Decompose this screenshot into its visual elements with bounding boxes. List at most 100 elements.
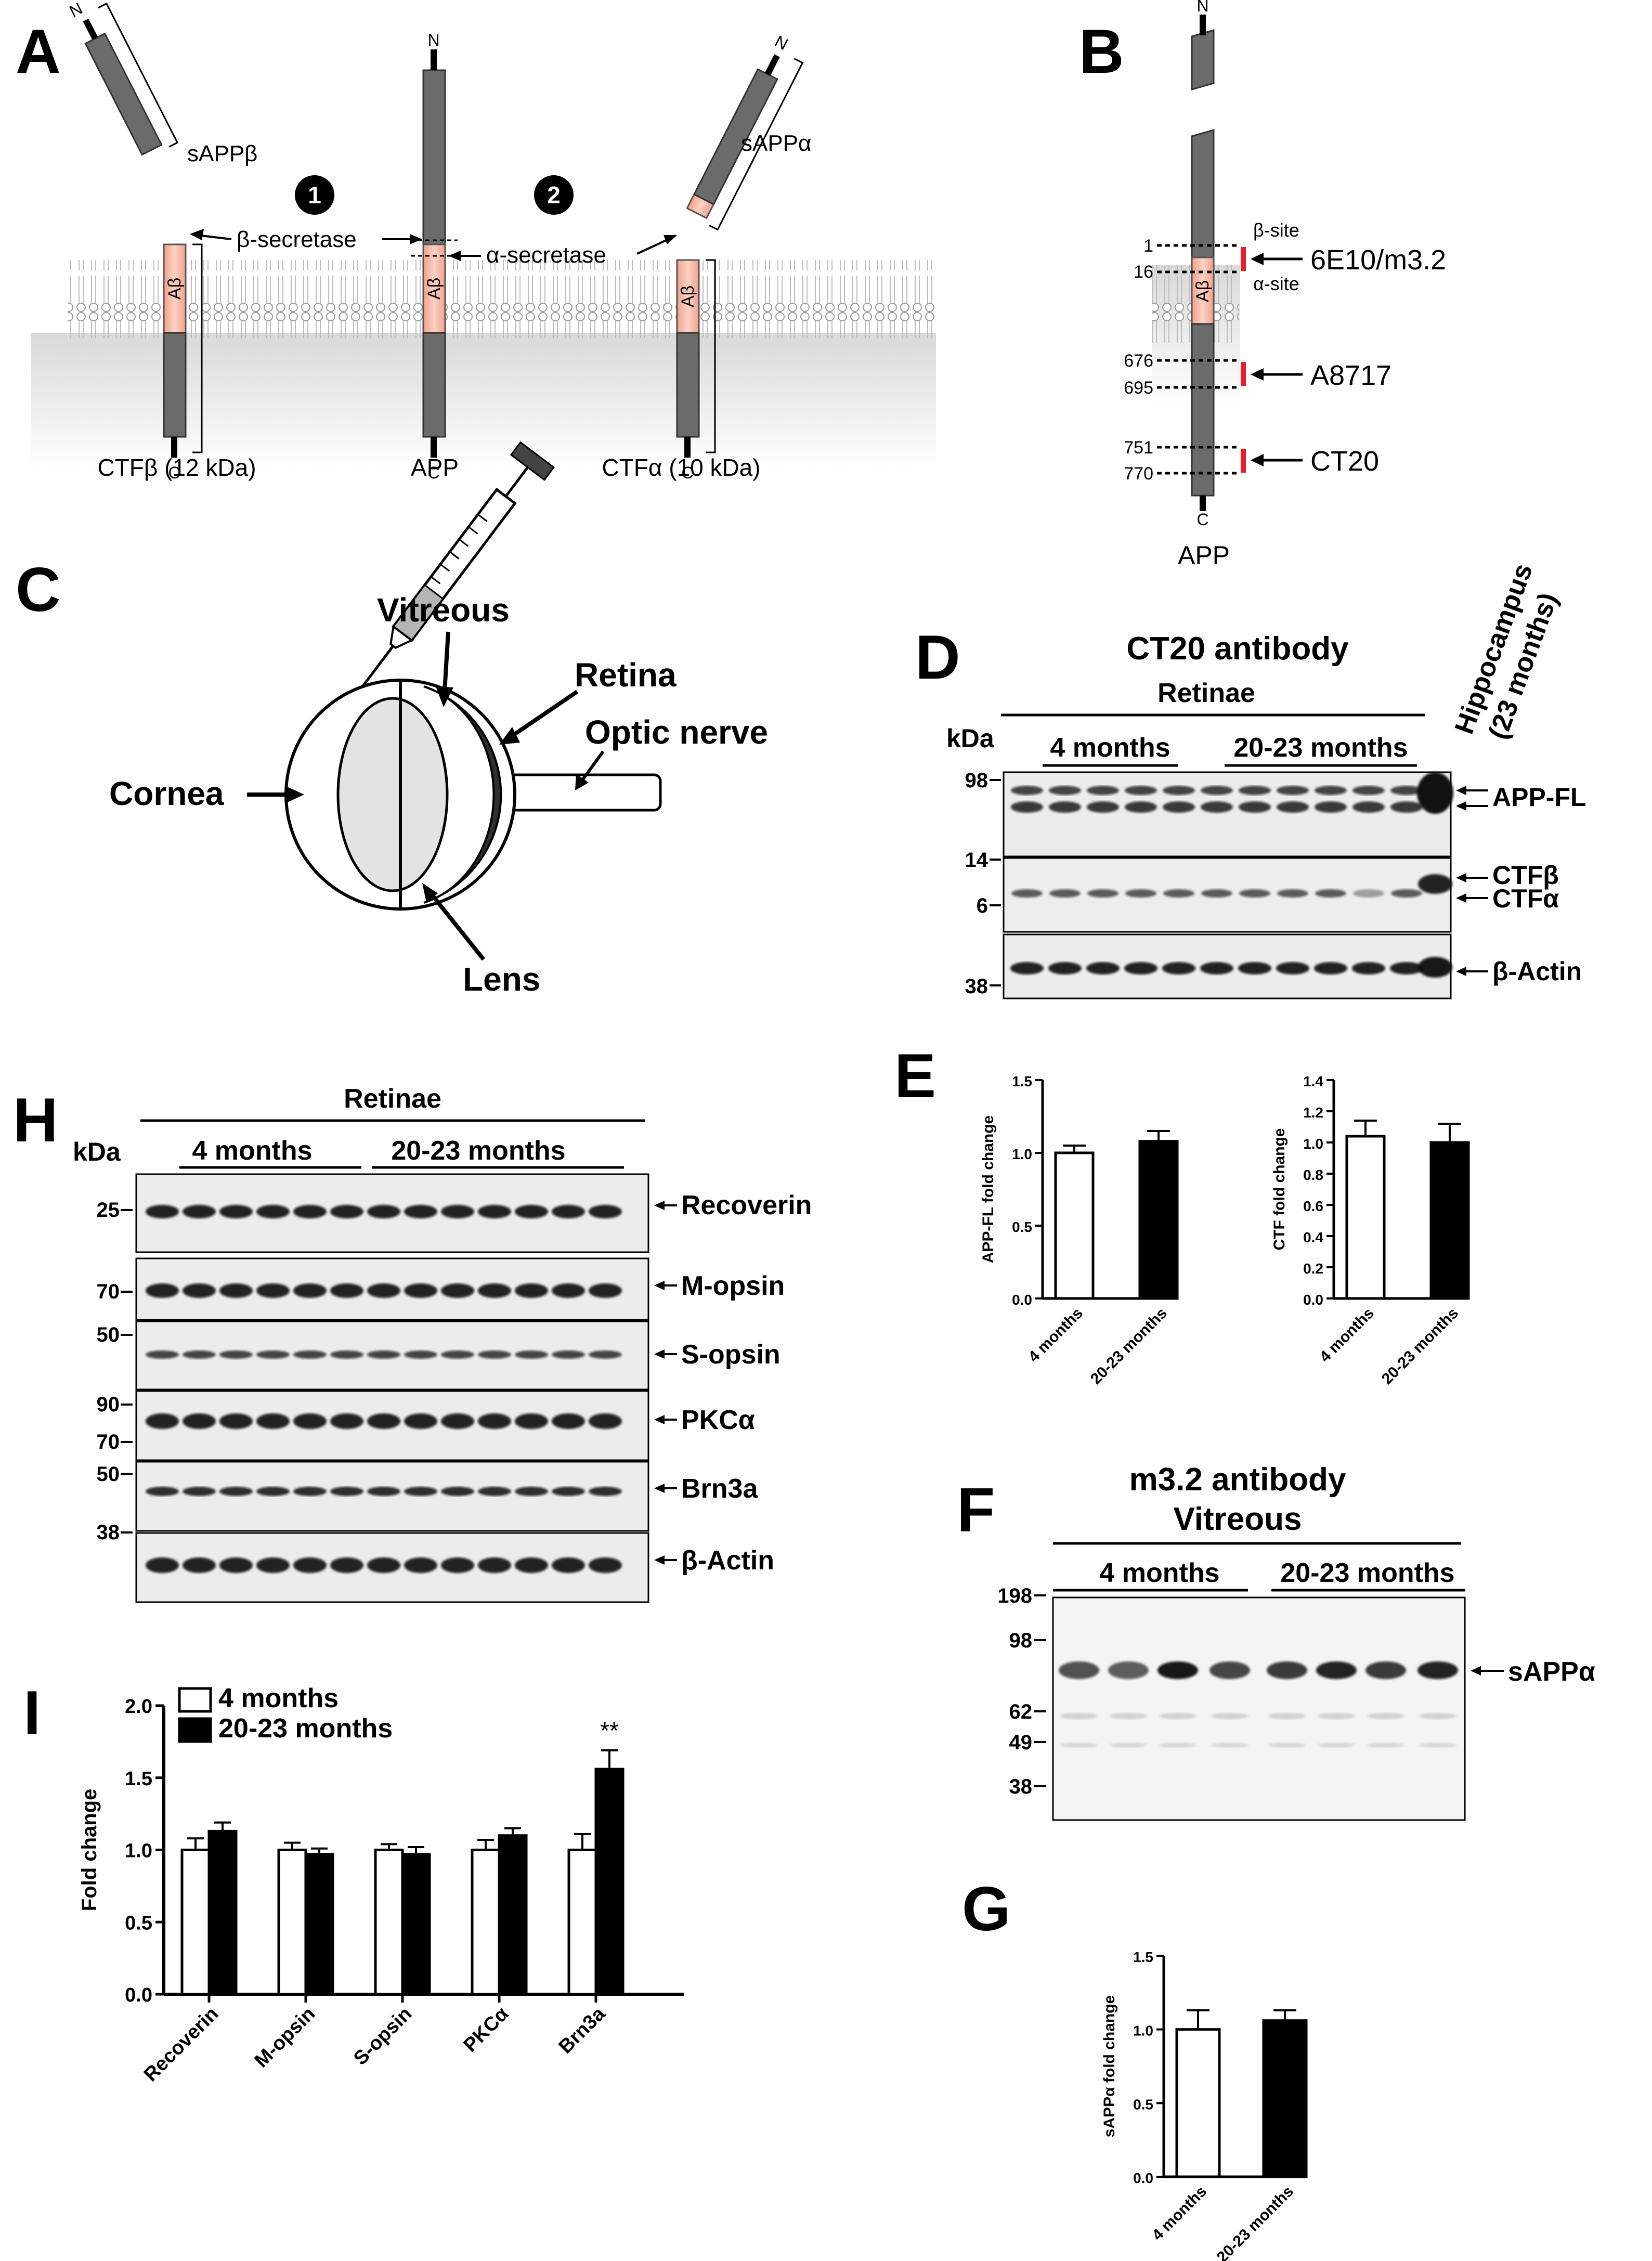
bar — [471, 1849, 501, 1996]
band-h-actin — [515, 1557, 548, 1573]
optic-arrow — [581, 750, 605, 781]
c-label-right: C — [681, 463, 693, 482]
band-h-pkca — [478, 1413, 511, 1429]
retina-label: Retina — [575, 656, 677, 694]
band-h-pkca — [515, 1413, 548, 1429]
blot-d-group-2: 20-23 months — [1233, 733, 1408, 763]
beta-site-label: β-site — [1253, 219, 1299, 241]
blot-d-mw-14: 14 — [965, 849, 988, 872]
legend-swatch — [178, 1687, 212, 1713]
blot-f-mw-198: 198 — [997, 1584, 1032, 1607]
x-category-label: 4 months — [1316, 1305, 1377, 1366]
blot-h-mw-50b: 50 — [97, 1463, 120, 1486]
y-axis-label: sAPPα fold change — [1101, 1995, 1118, 2138]
band-d-appfl-lower — [1239, 801, 1271, 813]
blot-f-mw-62: 62 — [1009, 1700, 1033, 1723]
blot-h-kda: kDa — [73, 1137, 121, 1166]
band-f-sappa — [1267, 1661, 1307, 1679]
band-d-ctfa — [1239, 889, 1270, 898]
step-2-label: 2 — [547, 181, 561, 209]
band-d-ctfa — [1315, 889, 1346, 898]
c-terminus-center — [431, 437, 437, 458]
membrane-bilayer — [68, 260, 936, 338]
band-h-sopsin — [552, 1350, 585, 1359]
y-tick-label: 1.2 — [1303, 1104, 1323, 1121]
arrowhead-ctfb — [1456, 873, 1466, 882]
bar — [594, 1768, 625, 1996]
retina-layer — [423, 685, 502, 904]
panel-letter-b: B — [1079, 17, 1124, 86]
band-d-ctfa — [1087, 889, 1118, 898]
optic-nerve-label: Optic nerve — [585, 713, 768, 751]
band-h-sopsin — [330, 1350, 363, 1359]
band-h-recoverin — [404, 1205, 437, 1218]
alpha-arrow-right — [636, 237, 671, 255]
band-d-ctfa — [1125, 889, 1156, 898]
blot-h-mw-70b: 70 — [97, 1431, 120, 1453]
blot-f-mw-98: 98 — [1009, 1629, 1033, 1652]
blot-h-band-recoverin: Recoverin — [681, 1190, 812, 1220]
y-tick-label: 1.0 — [1133, 2023, 1153, 2039]
blot-d-retinae: Retinae — [1157, 678, 1255, 708]
band-d-actin — [1352, 962, 1385, 974]
blot-f-mw-49: 49 — [1009, 1731, 1033, 1754]
vitreous-label: Vitreous — [377, 591, 510, 629]
bar — [304, 1853, 334, 1996]
x-category-label: M-opsin — [251, 2003, 320, 2072]
band-h-mopsin — [293, 1283, 327, 1298]
band-d-appfl-lower — [1352, 801, 1385, 813]
blot-h-band-pkca: PKCα — [681, 1405, 755, 1435]
band-h-brn3a — [367, 1487, 400, 1496]
blot-f-group-1: 4 months — [1099, 1558, 1219, 1588]
blot-h-band-arrows — [654, 1201, 677, 1565]
y-tick-label: 1.5 — [1012, 1073, 1032, 1089]
band-h-actin — [552, 1557, 585, 1573]
band-h-sopsin — [589, 1350, 622, 1359]
alpha-secretase-label: α-secretase — [486, 242, 606, 268]
band-h-brn3a — [441, 1487, 474, 1496]
blot-h-mw-38: 38 — [97, 1521, 120, 1544]
app-break-top — [1191, 29, 1215, 90]
sappa-label: sAPPα — [741, 131, 811, 156]
band-h-brn3a — [293, 1487, 327, 1496]
band-h-sopsin — [183, 1350, 216, 1359]
band-d-actin — [1010, 962, 1044, 974]
band-h-pkca — [367, 1413, 400, 1429]
c-terminus-right — [684, 437, 691, 458]
band-d-hippocampus-ctf — [1418, 874, 1452, 894]
ctf-beta-stub — [163, 332, 187, 438]
band-f-faint-49 — [1268, 1743, 1306, 1748]
lens — [336, 697, 449, 892]
beta-arrowhead-left — [190, 229, 204, 240]
band-h-sopsin — [367, 1350, 400, 1359]
blot-f-mw-38: 38 — [1009, 1775, 1033, 1798]
y-tick-label: 0.0 — [125, 1984, 152, 2006]
band-f-faint-62 — [1110, 1713, 1147, 1719]
panel-letter-a: A — [16, 17, 61, 86]
band-d-appfl-lower — [1315, 801, 1347, 813]
panel-b: B N Aβ C APP 1 16 676 695 751 770 β-site… — [1079, 0, 1446, 570]
band-d-appfl-lower — [1163, 801, 1195, 813]
blot-d-mw-6: 6 — [977, 894, 988, 917]
significance-marker: ** — [600, 1717, 619, 1744]
epitope-dotted-lines — [1157, 244, 1238, 475]
band-f-faint-62 — [1159, 1713, 1196, 1719]
band-h-mopsin — [589, 1283, 622, 1298]
band-d-actin — [1162, 962, 1195, 974]
y-axis-label: APP-FL fold change — [980, 1115, 997, 1263]
band-d-actin — [1086, 962, 1120, 974]
legend-label: 4 months — [218, 1683, 339, 1713]
blot-h-band-sopsin: S-opsin — [681, 1340, 781, 1370]
blot-f-group-2: 20-23 months — [1280, 1558, 1454, 1588]
panel-c: C Vitreous Retina Opt — [16, 441, 768, 998]
alpha-arrowhead-right — [664, 235, 677, 244]
band-f-faint-49 — [1159, 1743, 1196, 1748]
blot-h-group-1: 4 months — [192, 1136, 312, 1166]
band-h-brn3a — [589, 1487, 622, 1496]
x-category-label: Recoverin — [140, 2003, 223, 2086]
band-h-brn3a — [183, 1487, 216, 1496]
band-d-appfl-lower — [1087, 801, 1119, 813]
